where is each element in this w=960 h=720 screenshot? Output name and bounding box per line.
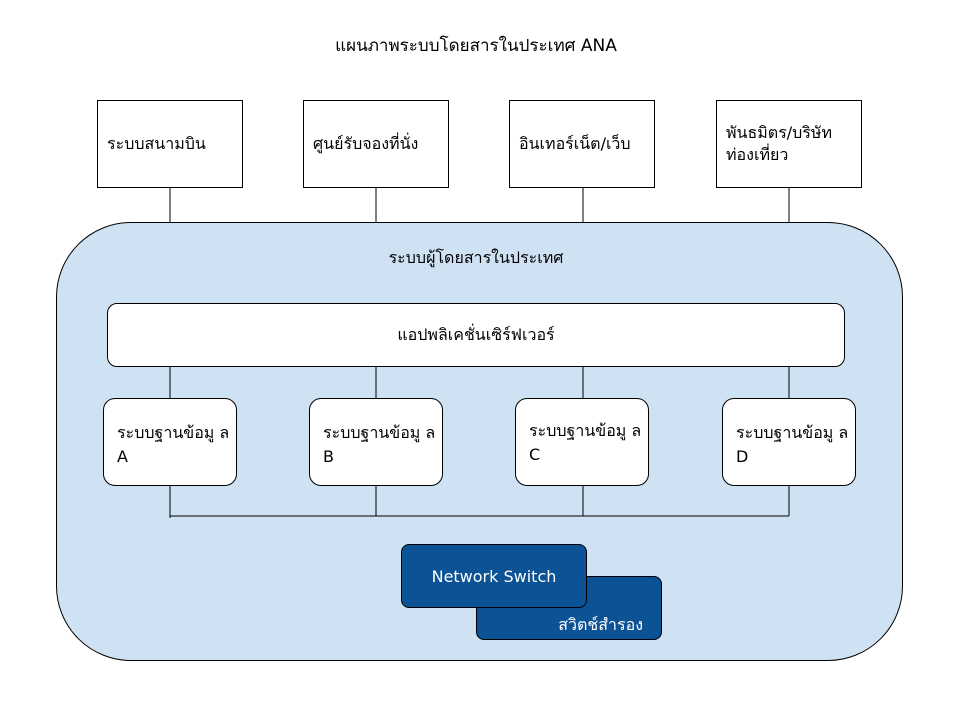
- application-server: แอปพลิเคชั่นเซิร์ฟเวอร์: [107, 303, 845, 367]
- network-switch: Network Switch: [401, 544, 587, 608]
- database-b: ระบบฐานข้อมู ล B: [309, 398, 443, 486]
- database-d: ระบบฐานข้อมู ล D: [722, 398, 856, 486]
- channel-partners-travel: พันธมิตร/บริษัท ท่องเที่ยว: [716, 100, 862, 188]
- channel-airport-system: ระบบสนามบิน: [97, 100, 243, 188]
- channel-internet-web: อินเทอร์เน็ต/เว็บ: [509, 100, 655, 188]
- channel-seat-reservation: ศูนย์รับจองที่นั่ง: [303, 100, 449, 188]
- diagram-title: แผนภาพระบบโดยสารในประเทศ ANA: [335, 36, 617, 56]
- backup-switch-label: สวิตช์สำรอง: [558, 615, 643, 634]
- database-a: ระบบฐานข้อมู ล A: [103, 398, 237, 486]
- database-c: ระบบฐานข้อมู ล C: [515, 398, 649, 486]
- system-label: ระบบผู้โดยสารในประเทศ: [388, 248, 564, 267]
